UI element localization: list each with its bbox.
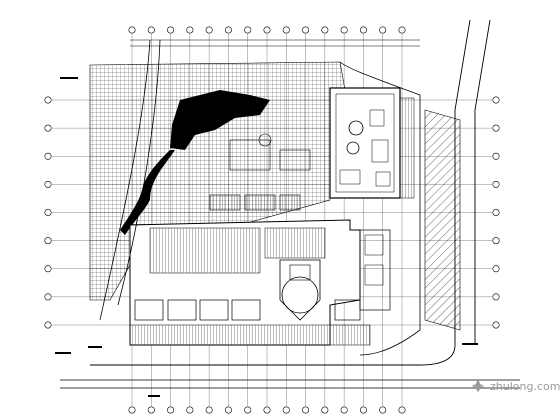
grid-axis-bubble-left bbox=[44, 96, 52, 104]
grid-axis-bubble-top bbox=[398, 26, 406, 34]
grid-axis-bubble-bottom bbox=[167, 406, 175, 414]
podium-building-south bbox=[129, 219, 391, 346]
grid-axis-bubble-top bbox=[359, 26, 367, 34]
grid-axis-bubble-right bbox=[492, 237, 500, 245]
grid-axis-bubble-right bbox=[492, 293, 500, 301]
grid-axis-bubble-bottom bbox=[128, 406, 136, 414]
grid-axis-bubbles-bottom bbox=[128, 406, 406, 414]
grid-axis-bubble-bottom bbox=[379, 406, 387, 414]
annotation-marks bbox=[55, 77, 478, 397]
watermark: zhulong.com bbox=[472, 380, 560, 393]
grid-axis-bubble-left bbox=[44, 152, 52, 160]
grid-axis-bubble-left bbox=[44, 237, 52, 245]
grid-axis-bubble-bottom bbox=[340, 406, 348, 414]
plaza-paving-grid bbox=[89, 61, 346, 301]
grid-axis-bubbles-top bbox=[128, 26, 406, 34]
grid-axis-bubble-right bbox=[492, 209, 500, 217]
grid-axis-bubble-top bbox=[167, 26, 175, 34]
grid-axis-bubble-right bbox=[492, 152, 500, 160]
grid-axis-bubbles-right bbox=[492, 96, 500, 329]
grid-axis-bubble-top bbox=[321, 26, 329, 34]
grid-axis-bubble-left bbox=[44, 124, 52, 132]
grid-axis-bubble-top bbox=[186, 26, 194, 34]
grid-axis-bubble-top bbox=[224, 26, 232, 34]
grid-axis-bubble-bottom bbox=[398, 406, 406, 414]
grid-axis-bubble-left bbox=[44, 293, 52, 301]
grid-axis-bubble-top bbox=[263, 26, 271, 34]
grid-axis-bubble-top bbox=[282, 26, 290, 34]
grid-axis-bubble-right bbox=[492, 265, 500, 273]
grid-axis-bubble-top bbox=[205, 26, 213, 34]
grid-axis-bubble-bottom bbox=[244, 406, 252, 414]
grid-axis-bubble-right bbox=[492, 180, 500, 188]
grid-axis-bubble-right bbox=[492, 124, 500, 132]
grid-axis-bubble-right bbox=[492, 96, 500, 104]
grid-axis-bubble-top bbox=[147, 26, 155, 34]
dimension-line-top bbox=[130, 39, 420, 47]
grid-axis-bubble-top bbox=[128, 26, 136, 34]
grid-axis-bubble-left bbox=[44, 265, 52, 273]
road-east bbox=[90, 19, 491, 366]
grid-axis-bubble-top bbox=[379, 26, 387, 34]
grid-axis-bubble-left bbox=[44, 321, 52, 329]
plaza-features bbox=[209, 133, 311, 211]
watermark-text: zhulong.com bbox=[490, 380, 560, 393]
east-parking-hatch bbox=[424, 109, 461, 331]
building-block-east bbox=[329, 87, 415, 199]
grid-axis-bubble-top bbox=[340, 26, 348, 34]
site-boundary bbox=[60, 39, 520, 389]
grid-axis-bubble-left bbox=[44, 209, 52, 217]
grid-axis-bubble-bottom bbox=[263, 406, 271, 414]
grid-axis-bubble-left bbox=[44, 180, 52, 188]
grid-axis-bubble-bottom bbox=[147, 406, 155, 414]
grid-axis-bubble-bottom bbox=[321, 406, 329, 414]
grid-axis-bubble-bottom bbox=[186, 406, 194, 414]
grid-axis-bubble-top bbox=[302, 26, 310, 34]
landscape-planting-cluster bbox=[120, 90, 270, 235]
grid-axis-bubble-bottom bbox=[282, 406, 290, 414]
grid-axis-bubble-top bbox=[244, 26, 252, 34]
south-steps bbox=[129, 324, 371, 346]
grid-axis-bubble-bottom bbox=[224, 406, 232, 414]
grid-axis-bubble-bottom bbox=[302, 406, 310, 414]
grid-axis-bubble-bottom bbox=[359, 406, 367, 414]
grid-axis-bubbles-left bbox=[44, 96, 52, 329]
grid-axis-bubble-bottom bbox=[205, 406, 213, 414]
grid-axis-bubble-right bbox=[492, 321, 500, 329]
